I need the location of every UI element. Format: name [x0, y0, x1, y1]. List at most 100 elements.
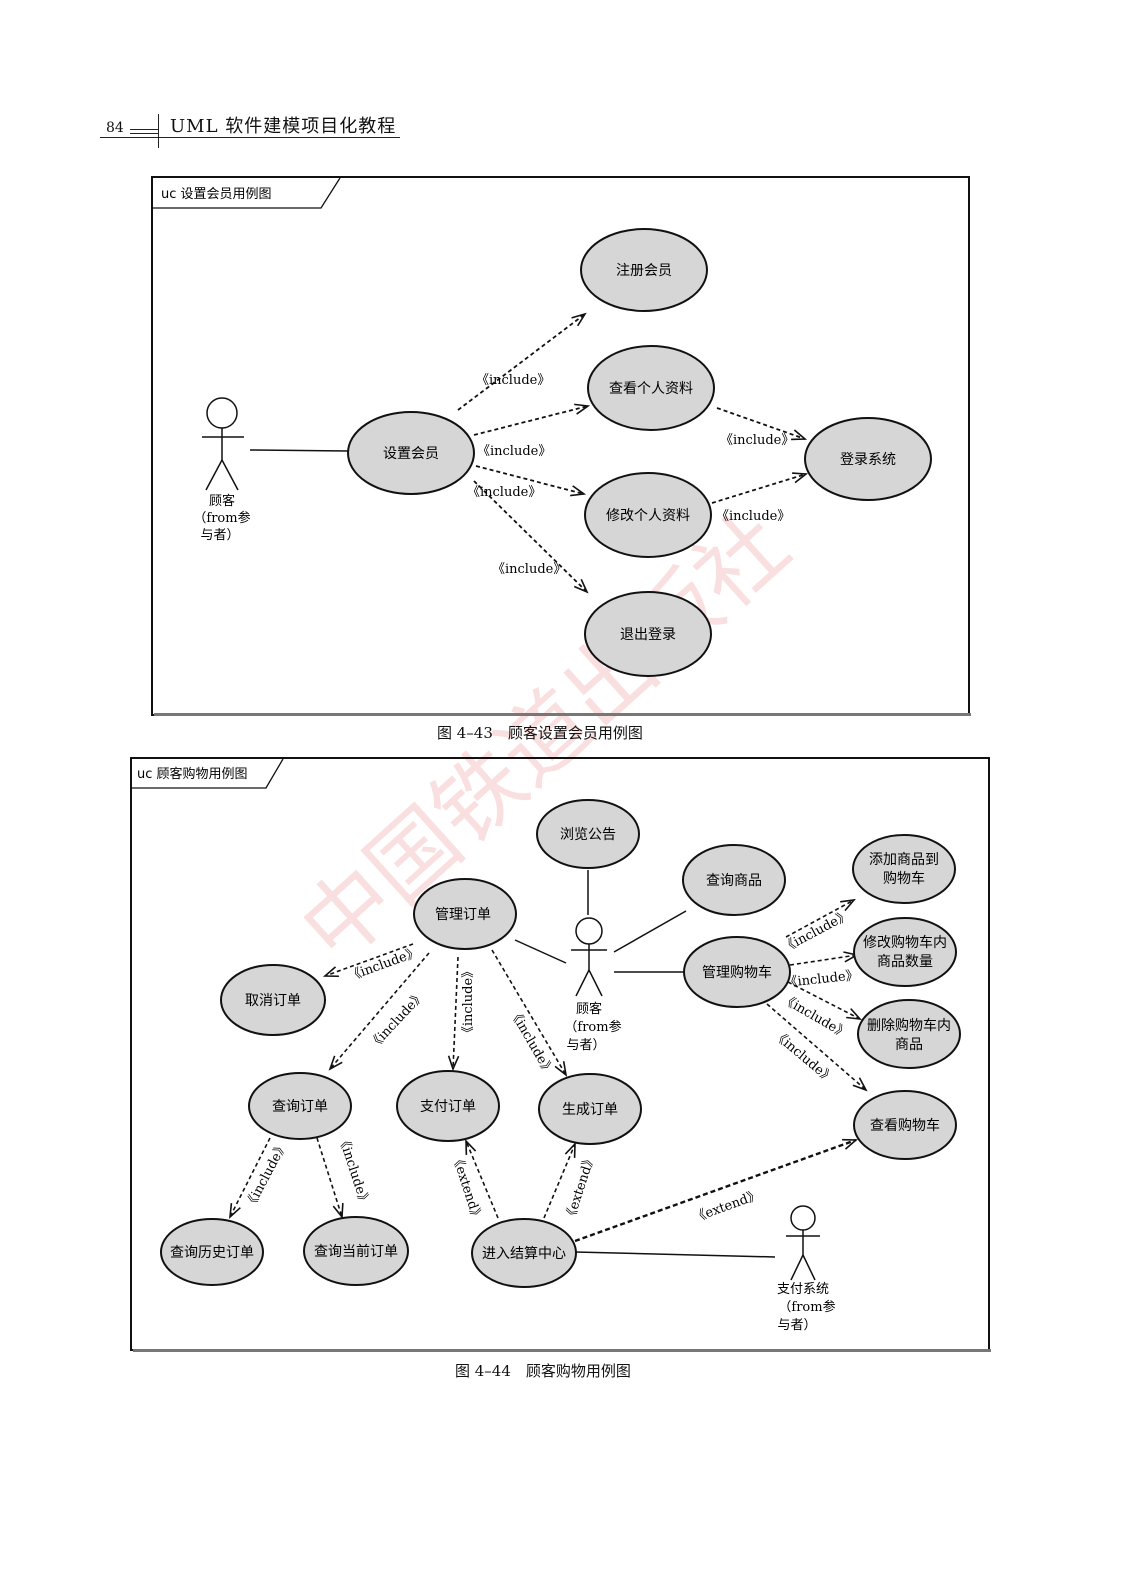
- use-case-diagram-shopping: uc 顾客购物用例图 顾客 （from参 与者） 支付系统 （from参 与者）: [130, 757, 991, 1352]
- frame-label-tab: [131, 758, 284, 789]
- use-case-add-cart: [852, 834, 956, 904]
- use-case-label: 设置会员: [383, 446, 439, 462]
- include-arrow: [316, 1137, 342, 1217]
- frame-label-tab: [152, 177, 341, 209]
- actor-customer: [202, 397, 244, 491]
- use-case-view-profile: [587, 345, 715, 431]
- include-arrow: [330, 952, 430, 1069]
- use-case-label: 商品数量: [877, 954, 933, 970]
- use-case-view-cart: [853, 1090, 957, 1160]
- include-arrow: [785, 900, 854, 938]
- use-case-label: 查询当前订单: [314, 1243, 398, 1260]
- actor-leg: [790, 1254, 804, 1281]
- use-case-set-member: [347, 411, 475, 495]
- include-label: 《include》: [243, 1139, 291, 1212]
- actor-label-line: 顾客: [576, 1001, 602, 1017]
- header-rule-tick: [130, 133, 158, 134]
- use-case-delete-cart: [857, 999, 961, 1069]
- include-label: 《include》: [461, 965, 476, 1039]
- include-arrow: [766, 1003, 866, 1090]
- extend-label: 《extend》: [563, 1152, 599, 1224]
- page-header: 84 UML 软件建模项目化教程: [100, 110, 400, 148]
- use-case-label: 查询订单: [272, 1099, 328, 1115]
- extend-label: 《extend》: [691, 1188, 763, 1226]
- actor-label-line: 顾客: [209, 493, 235, 509]
- include-label: 《include》: [492, 562, 566, 577]
- include-arrow: [230, 1137, 271, 1217]
- use-case-manage-cart: [683, 936, 791, 1008]
- use-case-query-order: [248, 1072, 352, 1140]
- use-case-label: 添加商品到: [869, 852, 939, 868]
- use-case-browse: [536, 799, 640, 869]
- actor-customer: [571, 917, 607, 997]
- use-case-edit-cart: [853, 917, 957, 987]
- use-case-label: 商品: [895, 1037, 923, 1053]
- page-number: 84: [106, 120, 124, 136]
- use-case-label: 购物车: [883, 870, 925, 887]
- actor-label-line: 支付系统: [777, 1282, 829, 1297]
- actor-label-line: （from参: [564, 1019, 621, 1035]
- actor-label-line: 与者）: [777, 1318, 816, 1333]
- use-case-pay-order: [396, 1070, 500, 1142]
- include-label: 《include》: [476, 373, 550, 388]
- extend-arrow: [574, 1138, 856, 1243]
- extend-label: 《extend》: [448, 1152, 484, 1224]
- include-arrow: [453, 956, 458, 1069]
- include-label: 《include》: [770, 1028, 837, 1087]
- use-case-label: 浏览公告: [560, 827, 616, 843]
- book-title: UML 软件建模项目化教程: [170, 116, 397, 137]
- use-case-login: [804, 417, 932, 501]
- use-case-history-order: [160, 1218, 264, 1286]
- include-arrow: [325, 943, 414, 976]
- use-case-diagram-member: uc 设置会员用例图 顾客 （from参 与者） 《include》 《incl…: [151, 176, 971, 716]
- use-case-label: 查看购物车: [870, 1117, 940, 1134]
- actor-label-line: （from参: [193, 510, 250, 526]
- use-case-label: 删除购物车内: [867, 1017, 951, 1034]
- include-label: 《include》: [780, 908, 853, 956]
- include-label: 《include》: [467, 485, 541, 500]
- use-case-label: 管理订单: [435, 907, 491, 923]
- use-case-edit-profile: [584, 472, 712, 558]
- frame-shadow: [133, 1349, 991, 1352]
- actor-leg: [575, 969, 590, 997]
- association-line: [574, 1251, 776, 1258]
- association-line: [514, 939, 567, 964]
- use-case-label: 支付订单: [420, 1099, 476, 1115]
- use-case-search-goods: [682, 844, 786, 916]
- include-label: 《include》: [779, 992, 851, 1042]
- use-case-label: 修改个人资料: [606, 508, 690, 524]
- include-arrow: [473, 480, 587, 592]
- use-case-label: 进入结算中心: [482, 1246, 566, 1262]
- frame-shadow: [154, 713, 971, 716]
- figure-caption: 图 4–44 顾客购物用例图: [455, 1362, 631, 1380]
- extend-arrow: [543, 1144, 575, 1219]
- actor-leg: [221, 459, 239, 491]
- include-label: 《include》: [720, 433, 794, 448]
- actor-head: [790, 1205, 816, 1231]
- actor-leg: [205, 459, 223, 491]
- actor-label-line: （from参: [778, 1299, 835, 1315]
- include-arrow: [491, 949, 566, 1075]
- include-label: 《include》: [716, 509, 790, 524]
- frame-label: uc 设置会员用例图: [161, 187, 272, 202]
- use-case-register: [580, 228, 708, 312]
- use-case-gen-order: [538, 1073, 642, 1145]
- figure-caption: 图 4–43 顾客设置会员用例图: [437, 724, 643, 742]
- use-case-logout: [584, 591, 712, 677]
- use-case-label: 登录系统: [840, 452, 896, 468]
- include-arrow: [475, 465, 584, 494]
- use-case-cancel-order: [220, 964, 326, 1036]
- actor-payment-system: [786, 1205, 820, 1281]
- include-arrow: [711, 474, 806, 504]
- actor-head: [206, 397, 238, 429]
- include-label: 《include》: [477, 444, 551, 459]
- use-case-label: 查询商品: [706, 873, 762, 889]
- use-case-label: 管理购物车: [702, 964, 772, 981]
- use-case-checkout: [471, 1218, 577, 1288]
- use-case-label: 查看个人资料: [609, 381, 693, 397]
- header-rule-bar: [158, 114, 159, 148]
- use-case-label: 修改购物车内: [863, 934, 947, 951]
- use-case-label: 查询历史订单: [170, 1245, 254, 1261]
- include-arrow: [473, 406, 588, 436]
